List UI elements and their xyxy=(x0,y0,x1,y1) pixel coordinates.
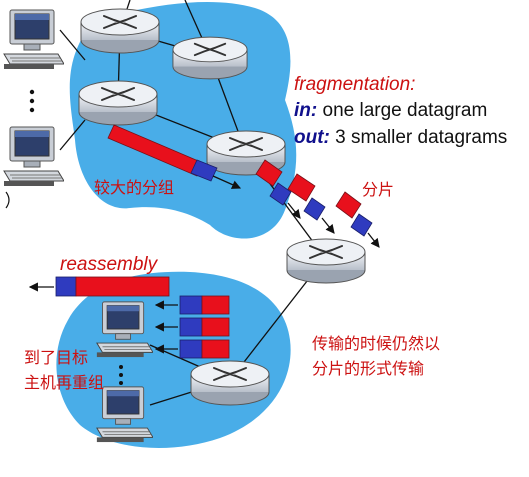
fragment-2 xyxy=(287,173,335,234)
transmit-label-line1: 传输的时候仍然以 xyxy=(312,334,441,353)
reassembled-datagram xyxy=(28,276,170,297)
computer-icon xyxy=(3,9,64,70)
transmit-label-line2: 分片的形式传输 xyxy=(312,359,425,378)
fragmentation-title: fragmentation: xyxy=(294,74,416,95)
fragment-label: 分片 xyxy=(362,180,395,199)
fragment-1 xyxy=(255,159,301,219)
router-icon xyxy=(190,360,270,406)
out-line: out: 3 smaller datagrams xyxy=(294,127,507,149)
large-packet-label: 较大的分组 xyxy=(94,178,175,197)
out-text: 3 smaller datagrams xyxy=(329,127,508,148)
edge-mark xyxy=(5,191,10,209)
reassembly-label: reassembly xyxy=(60,254,158,275)
router-icon xyxy=(78,80,158,126)
arrived-label-line2: 主机再重组 xyxy=(24,373,105,392)
arrived-label-line1: 到了目标 xyxy=(24,348,89,367)
router-icon xyxy=(172,36,248,80)
in-line: in: one large datagram xyxy=(294,100,487,122)
computer-icon xyxy=(3,126,64,187)
in-keyword: in: xyxy=(294,100,318,121)
in-text: one large datagram xyxy=(317,100,488,121)
out-keyword: out: xyxy=(294,127,330,148)
fragment-3 xyxy=(335,191,380,248)
router-icon xyxy=(286,238,366,284)
destination-network-cloud xyxy=(56,271,291,448)
router-icon xyxy=(80,8,160,54)
ellipsis-dots xyxy=(29,89,123,385)
received-fragments xyxy=(154,295,230,359)
large-datagram xyxy=(107,124,242,189)
